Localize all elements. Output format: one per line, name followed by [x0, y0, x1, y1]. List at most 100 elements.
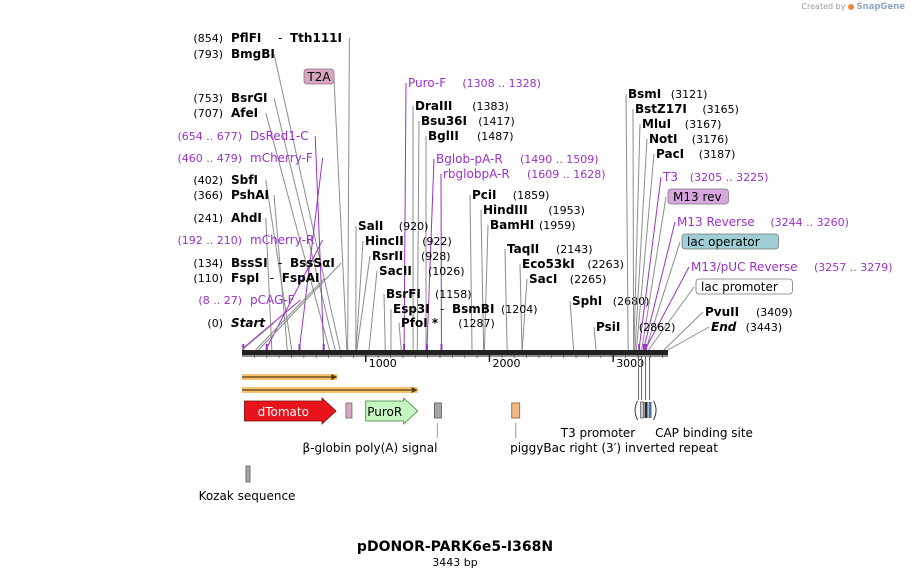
- feature-lac-operator: [644, 402, 648, 418]
- enzyme-name: PciI: [472, 188, 497, 202]
- enzyme-position: (402): [193, 174, 223, 187]
- enzyme-separator: -: [270, 271, 274, 285]
- leader-line: [273, 194, 288, 351]
- enzyme-name: BsrFI: [386, 287, 421, 301]
- primer-label: rbglobpA-R: [443, 167, 510, 181]
- enzyme-name: PflFI: [231, 31, 261, 45]
- enzyme-name: SacI: [529, 272, 557, 286]
- enzyme-position: (922): [422, 235, 452, 248]
- enzyme-position: (241): [193, 212, 223, 225]
- enzyme-name-2: Tth111I: [290, 31, 342, 45]
- leader-line: [398, 322, 402, 351]
- enzyme-separator: -: [278, 31, 282, 45]
- feature-label-t3-promoter: T3 promoter: [560, 426, 636, 440]
- credit-prefix: Created by: [801, 2, 846, 11]
- feature-t3-promoter: [640, 401, 644, 419]
- feature-lac-promoter-glyph: [653, 400, 657, 421]
- primer-range: (460 .. 479): [177, 152, 242, 165]
- primer-label: M13 Reverse: [677, 215, 755, 229]
- enzyme-name: PvuII: [705, 305, 739, 319]
- feature-tag: [681, 233, 779, 250]
- enzyme-name: BglII: [428, 129, 459, 143]
- orf-arrowhead: [411, 387, 418, 393]
- primer-leader: [638, 176, 662, 349]
- primer-leader: [643, 221, 676, 349]
- leader-line: [625, 93, 629, 351]
- enzyme-position: (366): [193, 189, 223, 202]
- primer-range: (3244 .. 3260): [770, 216, 849, 229]
- primer-label: Puro-F: [408, 76, 446, 90]
- leader-line: [645, 241, 681, 351]
- primer-leader: [266, 239, 324, 349]
- primer-range: (1609 .. 1628): [527, 168, 606, 181]
- feature-tag-label: M13 rev: [673, 190, 722, 204]
- enzyme-name: BsmI: [628, 87, 661, 101]
- enzyme-separator: -: [278, 256, 282, 270]
- primer-label: pCAG-F: [250, 293, 295, 307]
- feature-t3-promoter-glyph: [634, 400, 638, 421]
- enzyme-separator: -: [440, 302, 444, 316]
- leader-line: [355, 240, 364, 351]
- enzyme-position: (3165): [702, 103, 739, 116]
- primer-leader: [403, 82, 407, 349]
- enzyme-name: PshAI: [231, 188, 269, 202]
- enzyme-name: Bsu36I: [421, 114, 467, 128]
- leader-line: [416, 120, 420, 351]
- credit-brand: SnapGene: [856, 2, 905, 12]
- enzyme-name: AhdI: [231, 211, 262, 225]
- enzyme-name: PacI: [656, 147, 684, 161]
- primer-leader: [299, 157, 324, 349]
- feature-label-puror: PuroR: [367, 405, 402, 419]
- enzyme-position: (1158): [435, 288, 472, 301]
- primer-leader: [242, 299, 301, 349]
- leader-line: [663, 311, 704, 351]
- enzyme-position: (854): [193, 32, 223, 45]
- feature-label-cap-site: CAP binding site: [655, 426, 753, 440]
- primer-label: mCherry-R: [250, 233, 314, 247]
- enzyme-name: BssSI: [231, 256, 268, 270]
- enzyme-position: (2263): [587, 258, 624, 271]
- enzyme-name: AfeI: [231, 106, 258, 120]
- feature-label-beta-globin: β-globin poly(A) signal: [303, 441, 438, 455]
- primer-range: (654 .. 677): [177, 130, 242, 143]
- enzyme-name-2: BssSαI: [290, 256, 335, 270]
- leader-line: [634, 138, 648, 351]
- enzyme-name: FspI: [231, 271, 259, 285]
- enzyme-position: (3443): [746, 321, 783, 334]
- feature-t2a-box: [345, 402, 353, 419]
- enzyme-position: (2680): [613, 295, 650, 308]
- feature-dtomato: [244, 397, 337, 425]
- enzyme-name: BsrGI: [231, 91, 268, 105]
- enzyme-position: (3176): [692, 133, 729, 146]
- enzyme-position: (3187): [699, 148, 736, 161]
- leader-line: [241, 322, 275, 351]
- enzyme-position: (1487): [477, 130, 514, 143]
- enzyme-position: (1417): [478, 115, 515, 128]
- leader-line: [480, 209, 485, 351]
- orf-arrowhead: [331, 374, 338, 380]
- ruler-label-1000: 1000: [369, 357, 397, 370]
- enzyme-name: Start: [231, 316, 266, 330]
- enzyme-position: (3167): [685, 118, 722, 131]
- enzyme-name: BmgBI: [231, 47, 275, 61]
- enzyme-position: (3409): [756, 306, 793, 319]
- primer-label: Bglob-pA-R: [436, 152, 503, 166]
- enzyme-position: (1026): [428, 265, 465, 278]
- enzyme-name: SalI: [358, 219, 383, 233]
- leader-line: [504, 248, 508, 351]
- enzyme-name: NotI: [649, 132, 678, 146]
- enzyme-position: (1204): [501, 303, 538, 316]
- leader-line: [273, 97, 336, 351]
- snapgene-logo-icon: [848, 3, 855, 10]
- primer-range: (8 .. 27): [198, 294, 242, 307]
- leader-line: [632, 108, 635, 351]
- enzyme-name: End: [711, 320, 737, 334]
- leader-line: [258, 262, 342, 351]
- enzyme-name: BamHI: [490, 218, 534, 232]
- enzyme-name: HindIII: [483, 203, 528, 217]
- primer-leader: [645, 266, 690, 349]
- leader-line: [383, 293, 386, 351]
- feature-label-kozak: Kozak sequence: [199, 489, 296, 503]
- plasmid-length: 3443 bp: [432, 556, 477, 569]
- enzyme-position: (793): [193, 48, 223, 61]
